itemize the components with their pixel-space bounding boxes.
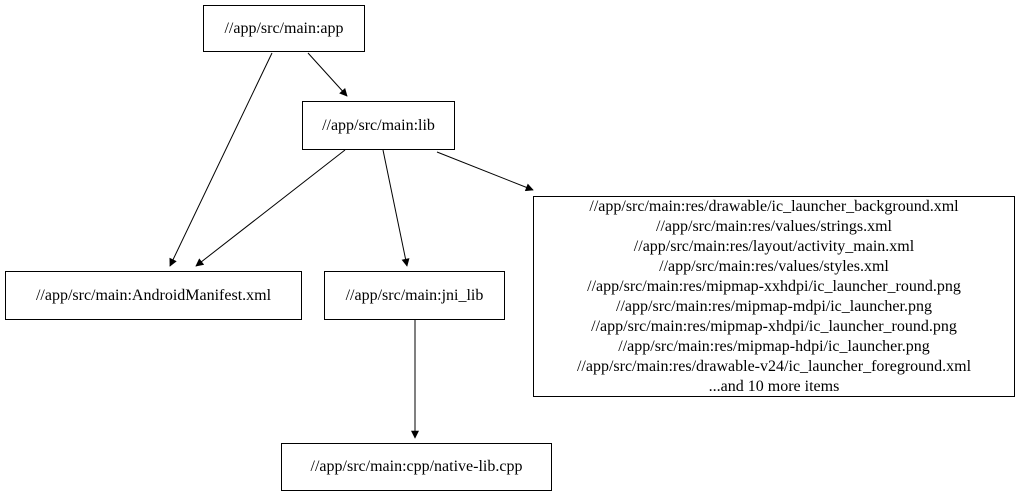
node-native-lib-cpp-label: //app/src/main:cpp/native-lib.cpp	[310, 458, 523, 475]
res-group-line: //app/src/main:res/drawable-v24/ic_launc…	[576, 357, 972, 375]
node-jni-lib: //app/src/main:jni_lib	[324, 271, 505, 320]
node-android-manifest: //app/src/main:AndroidManifest.xml	[5, 271, 302, 320]
edge-app-androidmanifest	[169, 52, 273, 267]
edge-lib-androidmanifest	[195, 149, 346, 267]
node-native-lib-cpp: //app/src/main:cpp/native-lib.cpp	[281, 443, 552, 491]
edge-lib-jnilib	[382, 149, 410, 267]
res-group-line: //app/src/main:res/mipmap-mdpi/ic_launch…	[616, 297, 932, 315]
node-app-label: //app/src/main:app	[224, 19, 344, 37]
res-group-line: ...and 10 more items	[708, 377, 840, 395]
node-lib: //app/src/main:lib	[302, 101, 455, 150]
res-group-line: //app/src/main:res/mipmap-hdpi/ic_launch…	[618, 337, 930, 355]
res-group-line: //app/src/main:res/values/styles.xml	[659, 257, 889, 275]
edge-app-lib	[307, 52, 348, 97]
node-android-manifest-label: //app/src/main:AndroidManifest.xml	[35, 286, 272, 304]
res-group-line: //app/src/main:res/values/strings.xml	[656, 217, 892, 235]
node-lib-label: //app/src/main:lib	[322, 116, 435, 134]
edge-lib-resgroup	[436, 151, 534, 192]
res-group-line: //app/src/main:res/drawable/ic_launcher_…	[589, 197, 959, 215]
node-app: //app/src/main:app	[203, 5, 365, 52]
res-group-line: //app/src/main:res/mipmap-xhdpi/ic_launc…	[591, 317, 957, 335]
res-group-line: //app/src/main:res/layout/activity_main.…	[633, 237, 915, 255]
node-res-group: //app/src/main:res/drawable/ic_launcher_…	[533, 196, 1015, 397]
res-group-line: //app/src/main:res/mipmap-xxhdpi/ic_laun…	[587, 277, 961, 295]
node-jni-lib-label: //app/src/main:jni_lib	[345, 286, 484, 304]
